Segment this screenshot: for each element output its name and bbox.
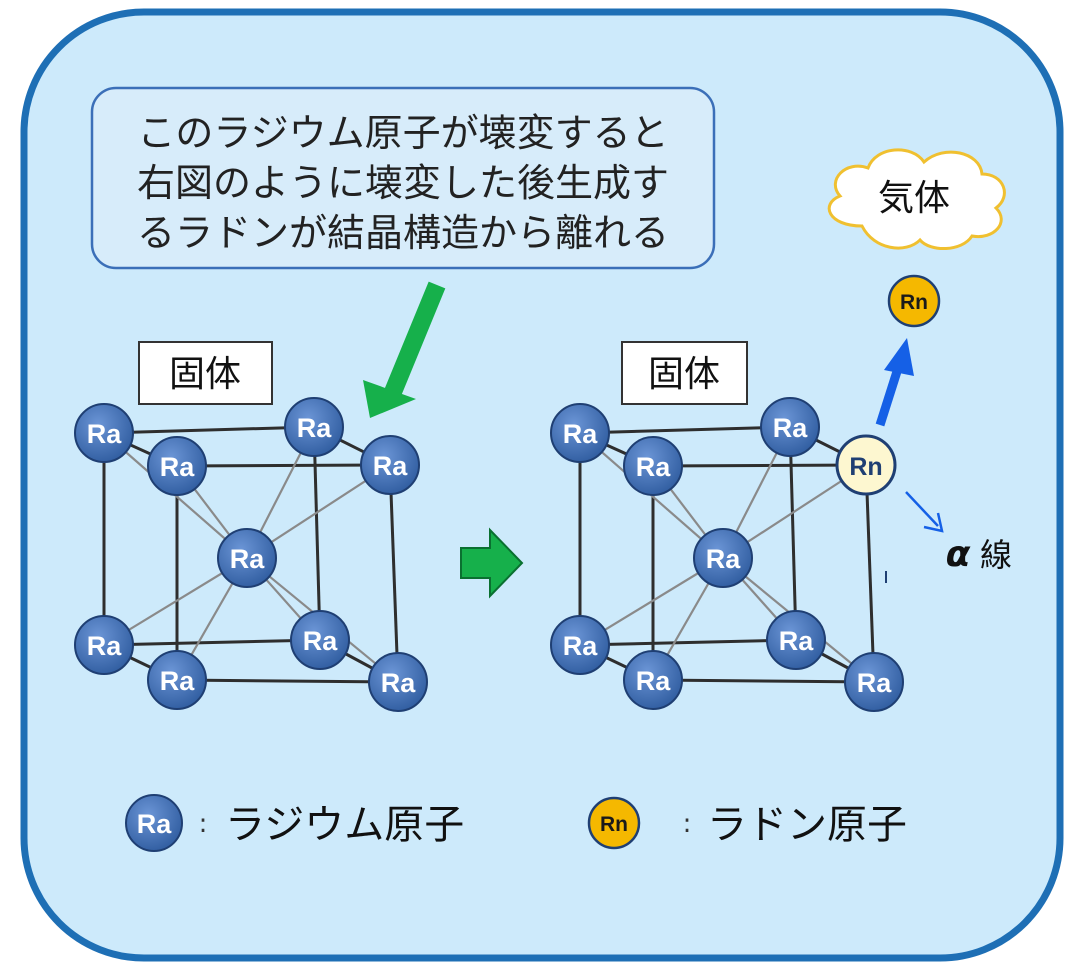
svg-text:Rn: Rn — [849, 453, 882, 481]
left-atom-front-top-left: Ra — [147, 436, 207, 496]
right-atom-back-bottom-right: Ra — [766, 610, 826, 670]
green-pointer-arrow — [363, 281, 446, 418]
svg-text:Ra: Ra — [563, 631, 598, 661]
legend-rn-marker: Rn — [587, 796, 641, 850]
svg-text:Ra: Ra — [773, 413, 808, 443]
left-atom-center: Ra — [217, 528, 277, 588]
svg-text:Ra: Ra — [779, 626, 814, 656]
svg-text:Ra: Ra — [87, 631, 122, 661]
svg-text:Ra: Ra — [706, 544, 741, 574]
left-solid-label-box — [138, 341, 273, 405]
transition-arrow — [460, 527, 524, 599]
right-atom-back-top-right: Ra — [760, 397, 820, 457]
left-lattice: 固体 Ra — [74, 341, 428, 712]
svg-text:Ra: Ra — [636, 666, 671, 696]
svg-text:Ra: Ra — [381, 668, 416, 698]
alpha-symbol: α — [946, 534, 971, 575]
left-atom-back-bottom-right: Ra — [290, 610, 350, 670]
svg-text:Ra: Ra — [373, 451, 408, 481]
alpha-ray-arrow — [905, 491, 944, 533]
callout-box: このラジウム原子が壊変すると 右図のように壊変した後生成す るラドンが結晶構造か… — [90, 86, 716, 270]
legend-ra-marker: Ra — [125, 794, 183, 852]
right-atom-center: Ra — [693, 528, 753, 588]
right-solid-label-box — [621, 341, 748, 405]
right-atoms: Ra Ra Ra Rn Ra Ra Ra Ra Ra — [550, 397, 904, 712]
left-atom-front-bottom-left: Ra — [147, 650, 207, 710]
svg-text:Ra: Ra — [297, 413, 332, 443]
right-atom-radon-in-lattice: Rn — [835, 434, 897, 496]
callout-line-1: このラジウム原子が壊変すると — [137, 111, 668, 155]
right-atom-front-bottom-right: Ra — [844, 652, 904, 712]
svg-text:Ra: Ra — [87, 419, 122, 449]
right-atom-back-top-left: Ra — [550, 403, 610, 463]
svg-text:Ra: Ra — [636, 452, 671, 482]
callout-line-2: 右図のように壊変した後生成す — [137, 161, 669, 205]
right-atom-front-top-left: Ra — [623, 436, 683, 496]
legend-rn-text: ラドン原子 — [707, 802, 907, 848]
svg-text:Ra: Ra — [563, 419, 598, 449]
right-solid-label: 固体 — [648, 354, 720, 395]
legend-rn-separator: : — [683, 809, 692, 839]
gas-cloud: 気体 — [827, 148, 1006, 251]
svg-text:Rn: Rn — [900, 291, 928, 314]
svg-text:Ra: Ra — [160, 666, 195, 696]
left-atoms: Ra Ra Ra Ra Ra Ra Ra Ra Ra — [74, 397, 428, 712]
svg-text:Ra: Ra — [160, 452, 195, 482]
svg-text:Ra: Ra — [230, 544, 265, 574]
left-atom-back-top-left: Ra — [74, 403, 134, 463]
left-atom-front-bottom-right: Ra — [368, 652, 428, 712]
legend-ra-separator: : — [199, 809, 208, 839]
legend: Ra : ラジウム原子 Rn : ラドン原子 — [125, 794, 907, 852]
right-lattice: 固体 Ra Ra Ra — [550, 341, 904, 712]
svg-text:Ra: Ra — [137, 809, 172, 839]
svg-text:Rn: Rn — [600, 813, 628, 836]
left-atom-back-top-right: Ra — [284, 397, 344, 457]
radon-escape-arrow — [875, 338, 914, 427]
left-atom-back-bottom-left: Ra — [74, 615, 134, 675]
left-solid-label: 固体 — [169, 354, 241, 395]
alpha-ray-label: 線 — [980, 536, 1012, 574]
legend-ra-text: ラジウム原子 — [225, 802, 464, 848]
gas-label: 気体 — [878, 178, 950, 219]
left-atom-front-top-right: Ra — [360, 435, 420, 495]
svg-text:Ra: Ra — [303, 626, 338, 656]
right-atom-front-bottom-left: Ra — [623, 650, 683, 710]
escaped-radon-atom: Rn — [887, 274, 941, 328]
svg-text:Ra: Ra — [857, 668, 892, 698]
right-atom-back-bottom-left: Ra — [550, 615, 610, 675]
callout-line-3: るラドンが結晶構造から離れる — [137, 211, 669, 255]
